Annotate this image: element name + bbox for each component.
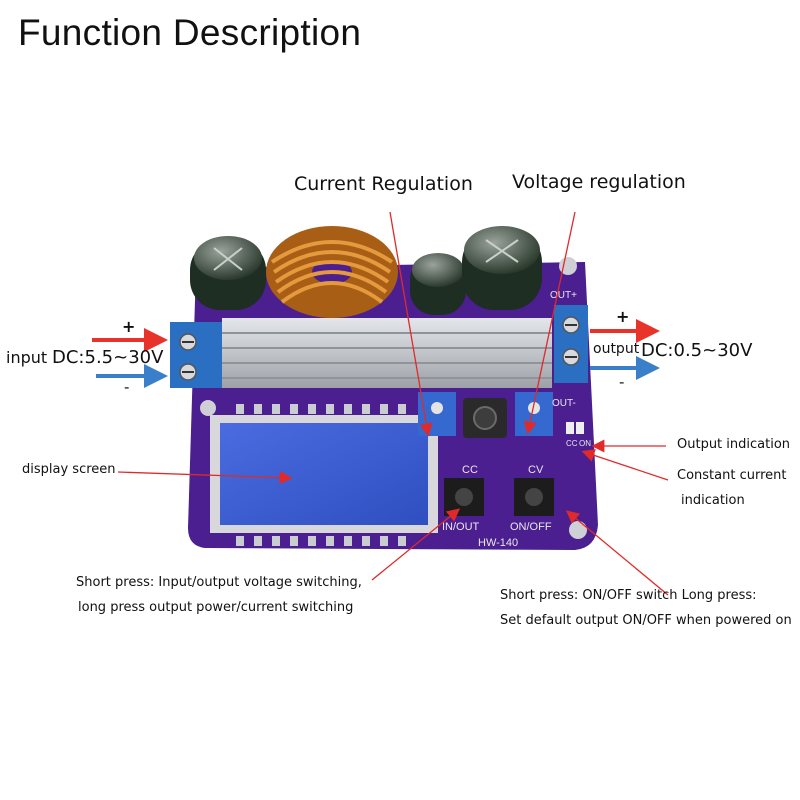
silk-led-cc: CC: [566, 439, 578, 448]
label-display-screen: display screen: [22, 462, 116, 477]
label-current-regulation: Current Regulation: [294, 173, 473, 195]
label-input-range: DC:5.5~30V: [52, 347, 164, 368]
pointer-current-regulation: [389, 211, 433, 437]
label-right-note-2: Set default output ON/OFF when powered o…: [500, 613, 792, 628]
label-constant-current-2: indication: [681, 493, 745, 508]
label-left-note-1: Short press: Input/output voltage switch…: [76, 575, 362, 590]
input-minus-sign: -: [124, 378, 130, 396]
mount-hole: [569, 521, 587, 539]
pointer-voltage-regulation: [523, 211, 576, 435]
silk-out-plus: OUT+: [550, 290, 577, 301]
button-on-off: [514, 478, 554, 516]
heatsink: [222, 318, 552, 388]
silk-on-off: ON/OFF: [510, 521, 552, 533]
pointer-display: [117, 471, 293, 485]
input-terminal: [170, 322, 222, 388]
pointer-on-off-button: [565, 510, 669, 596]
page-title: Function Description: [18, 12, 362, 53]
label-output: output: [593, 341, 640, 357]
label-left-note-2: long press output power/current switchin…: [78, 600, 354, 615]
silk-cc: CC: [462, 464, 478, 476]
input-plus-sign: +: [122, 317, 136, 336]
led-on: [576, 422, 584, 434]
silk-in-out: IN/OUT: [442, 521, 480, 533]
toroid-coil: [266, 226, 398, 318]
label-output-range: DC:0.5~30V: [641, 340, 753, 361]
pointer-constant-current: [581, 449, 669, 481]
pin-row-top: [236, 404, 406, 414]
output-terminal: [554, 305, 588, 383]
label-output-indication: Output indication: [677, 437, 791, 452]
lcd-display: [210, 415, 438, 533]
silk-out-minus: OUT-: [552, 398, 576, 409]
silk-cv: CV: [528, 464, 544, 476]
label-right-note-1: Short press: ON/OFF switch Long press:: [500, 588, 757, 603]
silk-led-on: ON: [579, 439, 591, 448]
capacitor-middle: [410, 253, 466, 315]
pin-row-bottom: [236, 536, 406, 546]
led-cc: [566, 422, 574, 434]
label-input: input: [6, 348, 48, 367]
silk-model: HW-140: [478, 537, 518, 549]
output-plus-sign: +: [616, 307, 630, 326]
capacitor-left: [190, 236, 266, 310]
label-voltage-regulation: Voltage regulation: [512, 171, 686, 193]
mount-hole: [200, 400, 216, 416]
label-constant-current-1: Constant current: [677, 468, 787, 483]
smd-inductor: [463, 398, 507, 438]
pointer-in-out-button: [371, 508, 461, 581]
output-minus-sign: -: [619, 373, 625, 391]
capacitor-right: [462, 226, 542, 310]
mount-hole: [559, 257, 577, 275]
